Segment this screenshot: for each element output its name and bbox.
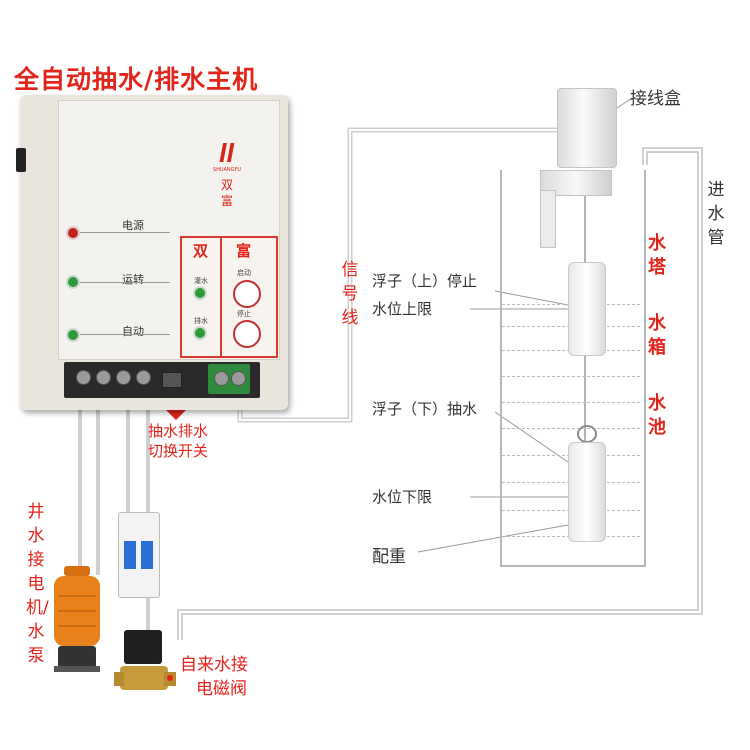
signal-terminal-block bbox=[208, 364, 250, 394]
solenoid-valve bbox=[114, 630, 176, 690]
upper-limit-label: 水位上限 bbox=[372, 300, 433, 318]
terminal-screw bbox=[76, 370, 91, 385]
lower-limit-label: 水位下限 bbox=[372, 488, 433, 506]
controller-side-switch bbox=[16, 148, 26, 172]
junction-box-label: 接线盒 bbox=[630, 89, 681, 109]
red-panel-left-char: 双 bbox=[193, 242, 209, 260]
junction-box bbox=[557, 88, 617, 168]
pump-foot bbox=[54, 666, 100, 672]
terminal-screw bbox=[96, 370, 111, 385]
valve-port-left bbox=[114, 672, 124, 686]
lower-float-label: 浮子（下）抽水 bbox=[372, 400, 478, 418]
running-led bbox=[68, 277, 78, 287]
leader-upper-float bbox=[494, 290, 569, 306]
page-title: 全自动抽水/排水主机 bbox=[14, 65, 259, 94]
leader-lower-float bbox=[494, 411, 569, 463]
red-panel-divider bbox=[220, 236, 222, 356]
led-label-power: 电源 bbox=[122, 219, 144, 232]
led-label-running: 运转 bbox=[122, 273, 144, 286]
signal-wire-inner bbox=[239, 129, 558, 421]
brand-text: 双富 bbox=[220, 178, 233, 208]
valve-label-line1: 自来水接 bbox=[180, 655, 248, 675]
leader-counterweight bbox=[417, 524, 569, 553]
valve-body bbox=[120, 666, 168, 690]
water-line bbox=[502, 376, 640, 377]
water-line bbox=[502, 402, 640, 403]
inlet-pipe-inner bbox=[179, 149, 701, 640]
water-tank bbox=[500, 170, 646, 567]
valve-coil bbox=[124, 630, 162, 664]
brand-logo-text: SHUANGFU bbox=[212, 167, 242, 173]
switch-label-line1: 抽水排水 bbox=[148, 422, 209, 440]
terminal-screw bbox=[116, 370, 131, 385]
float-hook bbox=[577, 425, 597, 443]
water-pump bbox=[54, 566, 100, 672]
terminal-screw bbox=[231, 371, 246, 386]
stop-button-label: 停止 bbox=[237, 310, 251, 318]
valve-label-line2: 电磁阀 bbox=[196, 679, 247, 699]
auto-led bbox=[68, 330, 78, 340]
upper-float bbox=[568, 262, 606, 356]
valve-indicator bbox=[167, 675, 173, 681]
fill-mode-label: 灌水 bbox=[194, 277, 208, 285]
circuit-breaker bbox=[118, 512, 160, 598]
start-button-label: 启动 bbox=[237, 269, 251, 277]
led-label-auto: 自动 bbox=[122, 325, 144, 338]
breaker-toggle bbox=[124, 541, 136, 569]
pump-drain-toggle-switch[interactable] bbox=[162, 372, 182, 388]
junction-box-mount bbox=[540, 190, 556, 248]
brand-logo-icon: ꟾꟾ bbox=[219, 143, 235, 167]
fill-mode-led bbox=[195, 288, 205, 298]
tank-label-water-pool: 水池 bbox=[648, 393, 666, 438]
tank-label-water-box: 水箱 bbox=[648, 313, 666, 358]
terminal-screw bbox=[214, 371, 229, 386]
signal-wire-label: 信号线 bbox=[341, 260, 359, 328]
pump-top-cap bbox=[64, 566, 90, 576]
water-line bbox=[502, 428, 640, 429]
stop-button[interactable] bbox=[233, 320, 261, 348]
power-led bbox=[68, 228, 78, 238]
drain-mode-led bbox=[195, 328, 205, 338]
breaker-toggle bbox=[141, 541, 153, 569]
drain-mode-label: 排水 bbox=[194, 317, 208, 325]
led-row-divider-1 bbox=[80, 232, 170, 233]
lower-float bbox=[568, 442, 606, 542]
switch-label-line2: 切换开关 bbox=[148, 442, 209, 460]
pump-label: 井水接电机/水泵 bbox=[26, 502, 49, 666]
upper-float-label: 浮子（上）停止 bbox=[372, 272, 478, 290]
brand-logo: ꟾꟾ SHUANGFU 双富 bbox=[206, 143, 248, 217]
terminal-screw bbox=[136, 370, 151, 385]
inlet-pipe-label: 进水管 bbox=[707, 180, 725, 248]
start-button[interactable] bbox=[233, 280, 261, 308]
led-row-divider-3 bbox=[80, 334, 170, 335]
red-panel-right-char: 富 bbox=[236, 242, 252, 260]
leader-junction bbox=[613, 97, 633, 111]
tank-label-water-tower: 水塔 bbox=[648, 233, 666, 278]
counterweight-label: 配重 bbox=[372, 547, 406, 567]
pump-base bbox=[58, 646, 96, 668]
led-row-divider-2 bbox=[80, 282, 170, 283]
